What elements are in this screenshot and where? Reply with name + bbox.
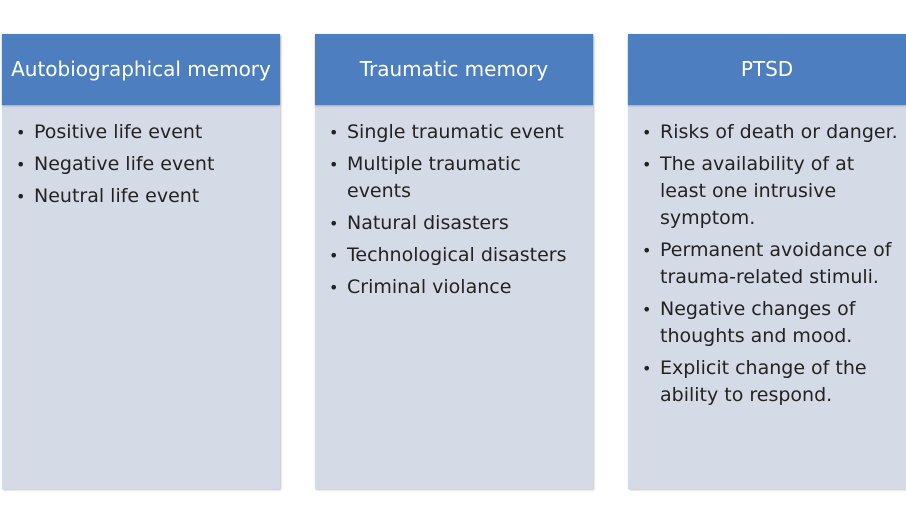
list-item: • Negative life event [16, 151, 274, 178]
list-item: • Explicit change of the ability to respo… [642, 355, 900, 409]
bullet-dot-icon: • [642, 359, 652, 378]
list-item: • Positive life event [16, 119, 274, 146]
column-ptsd: PTSD • Risks of death or danger. • The ava… [628, 34, 906, 489]
list-item: • Technological disasters [329, 242, 587, 269]
bullet-dot-icon: • [642, 300, 652, 319]
list-item: • Risks of death or danger. [642, 119, 900, 146]
list-item: • Neutral life event [16, 183, 274, 210]
column-header: Autobiographical memory [2, 34, 280, 105]
list-item: • The availability of at least one intrus… [642, 151, 900, 232]
bullet-dot-icon: • [329, 278, 339, 297]
list-item-text: Single traumatic event [347, 121, 564, 143]
list-item: • Criminal violance [329, 274, 587, 301]
bullet-dot-icon: • [16, 123, 26, 142]
list-item-text: Natural disasters [347, 212, 509, 234]
bullet-dot-icon: • [642, 123, 652, 142]
list-item: • Multiple traumatic events [329, 151, 587, 205]
column-header: PTSD [628, 34, 906, 105]
list-item-text: Explicit change of the ability to respon… [660, 357, 867, 406]
list-item-text: Negative changes of thoughts and mood. [660, 298, 856, 347]
column-list: • Risks of death or danger. • The availabi… [628, 105, 906, 409]
column-autobiographical-memory: Autobiographical memory • Positive life e… [2, 34, 280, 489]
bullet-dot-icon: • [329, 155, 339, 174]
list-item: • Permanent avoidance of trauma-related s… [642, 237, 900, 291]
bullet-dot-icon: • [16, 187, 26, 206]
bullet-dot-icon: • [16, 155, 26, 174]
list-item-text: Criminal violance [347, 276, 512, 298]
bullet-dot-icon: • [329, 214, 339, 233]
column-list: • Positive life event • Negative life even… [2, 105, 280, 210]
list-item-text: Negative life event [34, 153, 215, 175]
bullet-dot-icon: • [642, 241, 652, 260]
list-item: • Single traumatic event [329, 119, 587, 146]
list-item-text: Technological disasters [347, 244, 567, 266]
bullet-dot-icon: • [642, 155, 652, 174]
list-item: • Negative changes of thoughts and mood. [642, 296, 900, 350]
list-item-text: Positive life event [34, 121, 203, 143]
list-item-text: Permanent avoidance of trauma-related st… [660, 239, 892, 288]
list-item-text: Multiple traumatic events [347, 153, 521, 202]
column-header: Traumatic memory [315, 34, 593, 105]
column-traumatic-memory: Traumatic memory • Single traumatic event… [315, 34, 593, 489]
bullet-dot-icon: • [329, 246, 339, 265]
column-list: • Single traumatic event • Multiple trauma… [315, 105, 593, 301]
list-item: • Natural disasters [329, 210, 587, 237]
list-item-text: Neutral life event [34, 185, 200, 207]
bullet-dot-icon: • [329, 123, 339, 142]
list-item-text: The availability of at least one intrusi… [660, 153, 855, 229]
list-item-text: Risks of death or danger. [660, 121, 898, 143]
